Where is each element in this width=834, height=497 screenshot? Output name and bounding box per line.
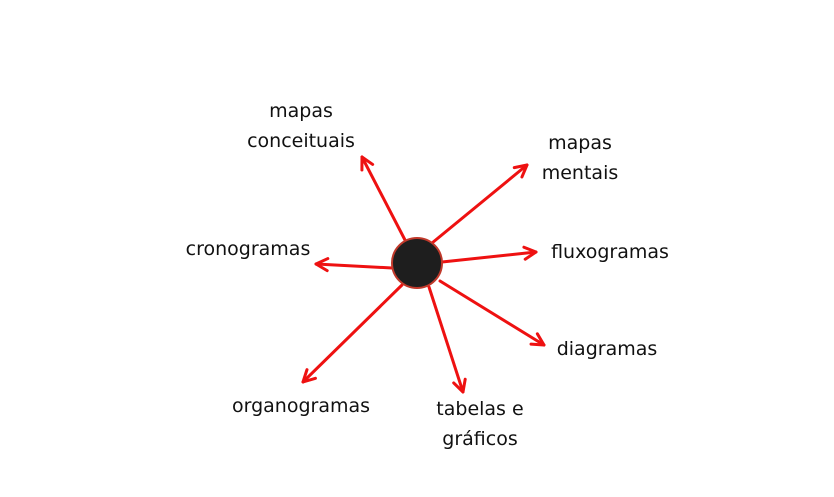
label-tabelas-graficos: tabelas e gráficos [436,398,524,450]
arrow-cronogramas [314,262,394,270]
label-diagramas: diagramas [556,338,658,360]
label-organogramas: organogramas [231,395,371,417]
arrow-tabelas-graficos-head [452,377,467,394]
arrow-organogramas-head [301,368,317,384]
label-mapas-conceituais: mapas conceituais [247,100,355,152]
label-cronogramas: cronogramas [185,238,311,260]
arrow-mapas-conceituais-head [360,155,375,172]
arrow-organogramas [301,283,404,384]
arrow-mapas-mentais-head [512,163,529,179]
central-hub [391,237,443,289]
arrow-mapas-mentais [430,163,529,245]
label-mapas-mentais: mapas mentais [541,132,619,184]
arrow-fluxogramas [440,250,538,264]
arrow-fluxogramas-head [522,245,538,261]
arrow-cronogramas-head [314,257,330,273]
arrow-mapas-conceituais [360,155,407,242]
arrow-diagramas [438,279,546,347]
arrow-tabelas-graficos [427,285,465,394]
label-fluxogramas: fluxogramas [551,241,669,263]
arrow-diagramas-head [529,332,546,347]
